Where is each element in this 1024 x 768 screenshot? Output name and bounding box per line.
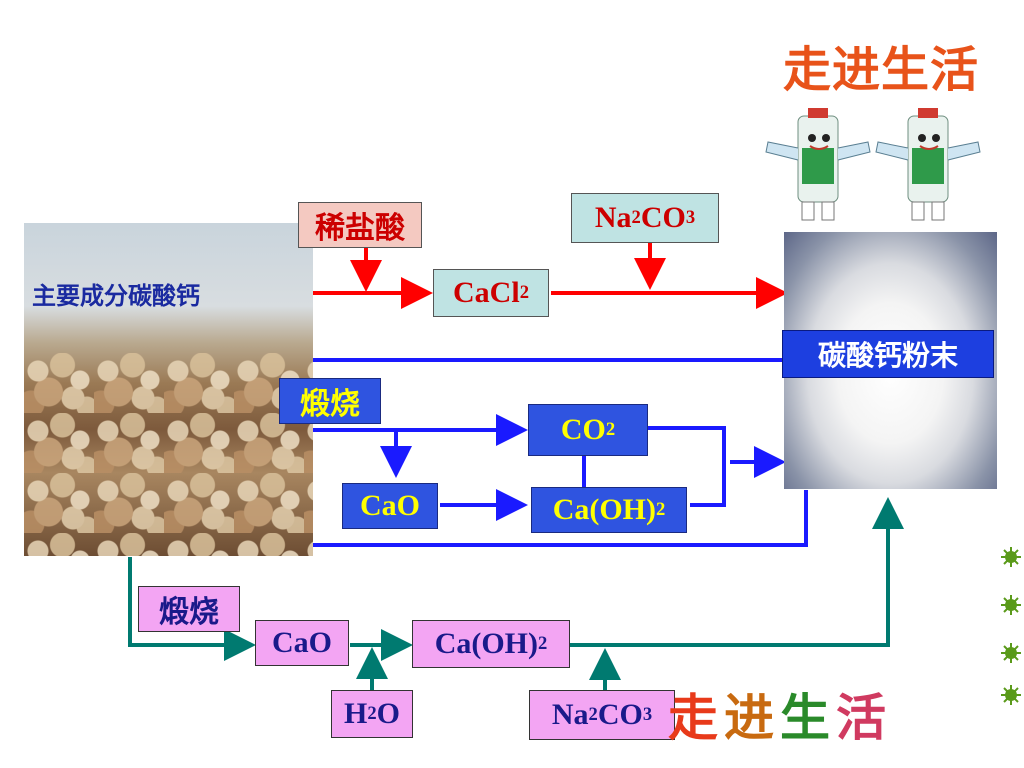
toothpaste-mascot-icon xyxy=(875,108,981,221)
formula-part: Na xyxy=(594,201,632,234)
formula-part: CO xyxy=(597,698,643,731)
calcination-box-teal: 煅烧 xyxy=(138,586,240,632)
formula-part: Na xyxy=(551,698,589,731)
formula-part: O xyxy=(376,697,400,730)
life-title-bottom: 走进生活 xyxy=(668,678,892,750)
co2-formula: CO xyxy=(560,413,606,446)
seashell-pile xyxy=(24,353,313,556)
dilute-hcl-box: 稀盐酸 xyxy=(298,202,422,248)
seashell-beach-image xyxy=(24,223,313,556)
formula-part: H xyxy=(344,697,368,730)
life-title-top: 走进生活 xyxy=(783,42,980,98)
calcination-box-blue: 煅烧 xyxy=(279,378,381,424)
teal-route-lines xyxy=(128,497,904,690)
green-bullet-icon xyxy=(1001,685,1021,705)
green-bullet-icon xyxy=(1001,547,1021,567)
caoh2-box-teal: Ca(OH)2 xyxy=(412,620,570,668)
red-route-lines xyxy=(310,242,788,309)
cacl2-formula: CaCl xyxy=(453,276,520,309)
caoh2-box-blue: Ca(OH)2 xyxy=(531,487,687,533)
title-char: 生 xyxy=(780,689,836,747)
green-bullet-icon xyxy=(1001,643,1021,663)
toothpaste-mascot-icon xyxy=(765,108,871,221)
title-char: 活 xyxy=(836,689,892,747)
cao-box-blue: CaO xyxy=(342,483,438,529)
caoh2-formula: Ca(OH) xyxy=(552,493,657,526)
green-bullet-icon xyxy=(1001,595,1021,615)
shell-composition-label: 主要成分碳酸钙 xyxy=(32,282,200,310)
caoh2-formula: Ca(OH) xyxy=(434,627,539,660)
title-char: 走 xyxy=(668,689,724,747)
product-label: 碳酸钙粉末 xyxy=(782,330,994,378)
title-char: 进 xyxy=(724,689,780,747)
cao-box-teal: CaO xyxy=(255,620,349,666)
formula-part: CO xyxy=(640,201,686,234)
